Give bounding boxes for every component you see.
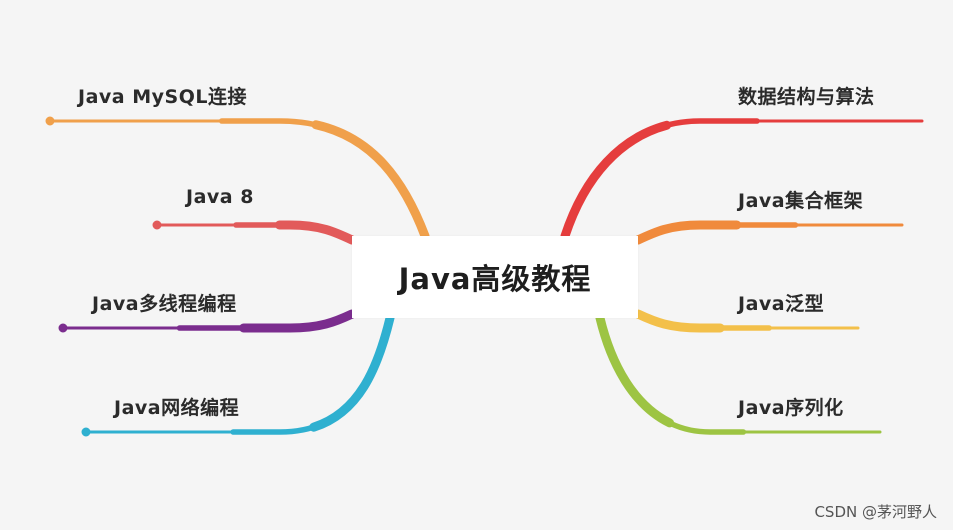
branch-label-java-mysql: Java MySQL连接	[78, 86, 247, 108]
branch-label-java-multithreading: Java多线程编程	[92, 293, 237, 315]
branch-line-java-networking-taper-mid	[83, 315, 393, 435]
center-title: Java高级教程	[398, 262, 592, 296]
branch-line-java-mysql-taper-mid	[47, 118, 428, 239]
branch-line-java-multithreading-taper-mid	[60, 311, 355, 331]
branch-label-java-8: Java 8	[186, 186, 254, 208]
branch-label-java-generics: Java泛型	[738, 293, 825, 315]
branch-line-java-serialization-taper-mid	[597, 315, 883, 435]
watermark: CSDN @茅河野人	[814, 503, 937, 521]
branch-line-data-structures	[563, 119, 924, 238]
branch-line-java-generics-taper-mid	[635, 311, 861, 331]
branch-label-java-collections: Java集合框架	[738, 190, 864, 212]
branch-label-java-serialization: Java序列化	[738, 397, 844, 419]
branch-line-data-structures-taper-mid	[562, 118, 925, 239]
branch-label-java-networking: Java网络编程	[114, 397, 240, 419]
branch-label-data-structures: 数据结构与算法	[738, 86, 875, 108]
branch-line-java-8-taper-mid	[154, 222, 355, 243]
branch-line-java-mysql	[48, 119, 427, 238]
branch-line-java-mysql-taper	[45, 116, 430, 241]
branch-line-data-structures-taper	[560, 116, 927, 241]
center-node: Java高级教程	[352, 236, 638, 318]
branch-line-java-collections-taper-mid	[635, 222, 905, 243]
